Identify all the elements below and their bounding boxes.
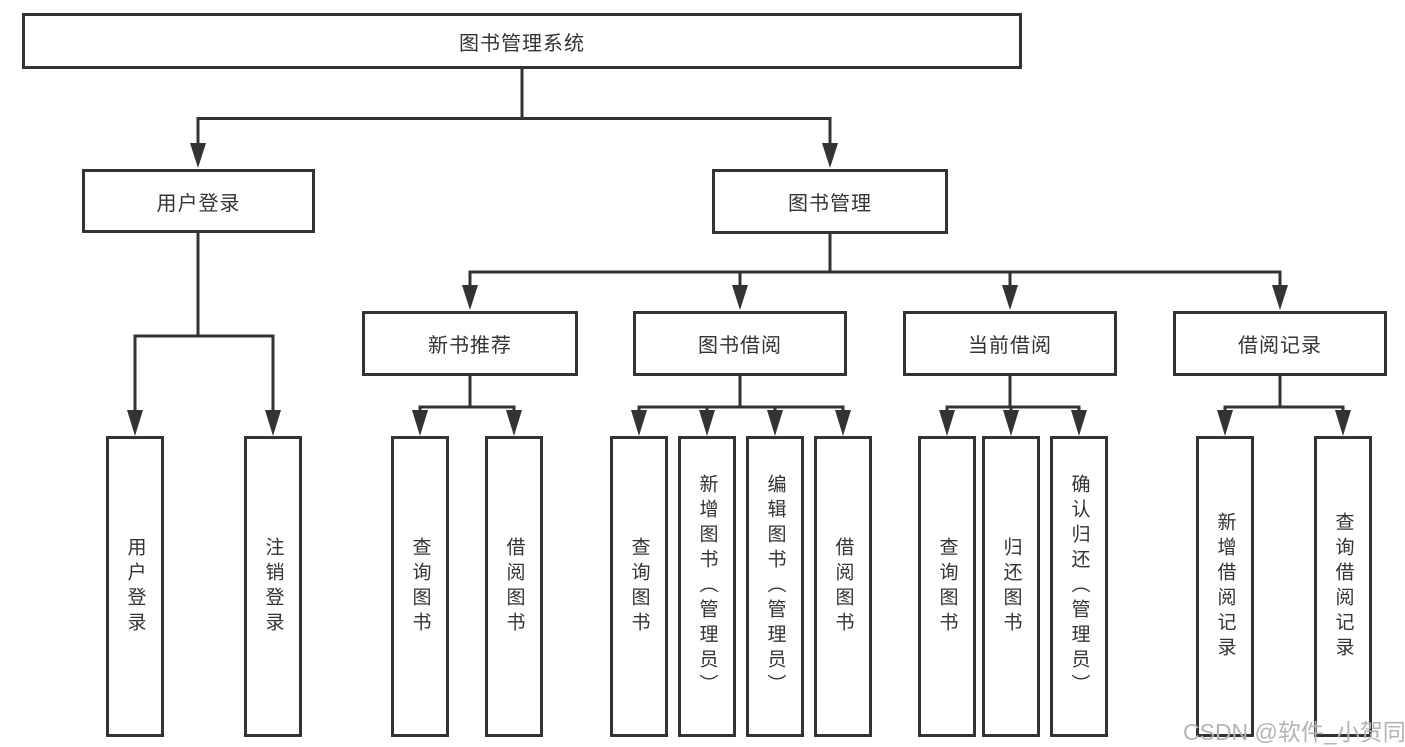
leaf-borrowing-add-books-admin: 新增图书（管理员） [678,436,736,737]
leaf-current-confirm-return-admin: 确认归还（管理员） [1050,436,1108,737]
leaf-recommend-query-books: 查询图书 [391,436,449,737]
leaf-borrowing-borrow-books: 借阅图书 [814,436,872,737]
csdn-watermark: CSDN @软件_小贺同学 [1183,719,1405,745]
leaf-borrowing-query-books: 查询图书 [610,436,668,737]
node-current-borrowing: 当前借阅 [903,311,1117,376]
node-library-management-system: 图书管理系统 [22,13,1022,69]
leaf-records-add-record: 新增借阅记录 [1196,436,1254,737]
node-book-management: 图书管理 [712,169,948,234]
leaf-logout: 注销登录 [244,436,302,737]
leaf-borrowing-edit-books-admin: 编辑图书（管理员） [746,436,804,737]
node-new-book-recommend: 新书推荐 [362,311,578,376]
node-user-login: 用户登录 [82,169,315,233]
leaf-records-query-record: 查询借阅记录 [1314,436,1372,737]
leaf-current-query-books: 查询图书 [918,436,976,737]
node-borrowing-records: 借阅记录 [1173,311,1387,376]
leaf-current-return-books: 归还图书 [982,436,1040,737]
arrowheads [127,143,1351,436]
node-book-borrowing: 图书借阅 [633,311,847,376]
leaf-recommend-borrow-books: 借阅图书 [485,436,543,737]
leaf-user-login: 用户登录 [106,436,164,737]
